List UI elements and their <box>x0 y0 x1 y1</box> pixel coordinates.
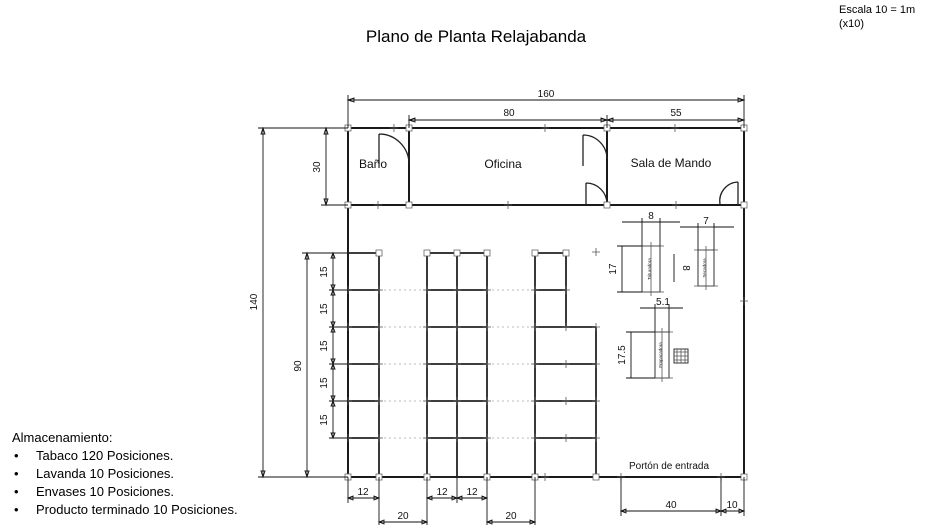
page-title: Plano de Planta Relajabanda <box>365 27 587 46</box>
rack-joint-marks <box>344 124 748 481</box>
machine-3-label: Empacadora <box>658 342 663 368</box>
aisle-guides <box>379 289 535 439</box>
bathroom-door <box>378 133 410 165</box>
dim-total-width: 160 <box>538 89 555 100</box>
dim-bay: 15 <box>319 266 330 278</box>
rack-column-1 <box>348 252 380 477</box>
grid-nodes <box>344 124 748 481</box>
control-door <box>585 182 608 205</box>
dim-bay: 15 <box>319 340 330 352</box>
storage-item: Lavanda 10 Posiciones. <box>12 465 238 483</box>
machine-1-label: Trituradora <box>647 258 652 280</box>
office-door <box>582 134 608 166</box>
machine-2: Secadora <box>694 246 718 290</box>
dim-bay: 15 <box>319 414 330 426</box>
dim-aisle-1: 20 <box>397 511 409 522</box>
dim-machine-3-height: 17.5 <box>617 345 628 365</box>
machine-1: Trituradora <box>638 242 664 296</box>
storage-item: Envases 10 Posiciones. <box>12 483 238 501</box>
dim-bay: 15 <box>319 303 330 315</box>
storage-heading: Almacenamiento: <box>12 430 113 445</box>
dim-gate-width: 40 <box>665 500 677 511</box>
storage-list: Tabaco 120 Posiciones. Lavanda 10 Posici… <box>12 447 238 519</box>
dim-bay: 15 <box>319 377 330 389</box>
machine-2-label: Secadora <box>702 258 707 278</box>
dim-machine-height: 17 <box>608 263 619 275</box>
room-label-bano: Baño <box>359 157 387 171</box>
storage-item: Producto terminado 10 Posiciones. <box>12 501 238 519</box>
dim-aisle-2: 20 <box>505 511 517 522</box>
room-label-oficina: Oficina <box>484 157 522 171</box>
dim-office-width: 80 <box>503 108 515 119</box>
doors <box>378 133 739 205</box>
building-walls <box>347 127 745 478</box>
dim-total-depth: 140 <box>249 293 260 310</box>
scale-line-2: (x10) <box>839 18 865 30</box>
dim-machine-1-width: 8 <box>648 211 654 222</box>
gate-label: Portón de entrada <box>629 461 709 472</box>
scale-line-1: Escala 10 = 1m <box>839 4 916 16</box>
dim-control-width: 55 <box>670 108 682 119</box>
dim-machine-2-height: 8 <box>680 265 691 271</box>
storage-legend: Almacenamiento: Tabaco 120 Posiciones. L… <box>12 429 238 519</box>
rack-column-3 <box>534 252 597 477</box>
control-room-door-2 <box>719 181 739 205</box>
dim-rack-b2-width: 12 <box>466 487 478 498</box>
dimensions: 160 80 55 30 140 90 15 15 15 <box>249 89 746 525</box>
hatch-symbol <box>673 348 689 364</box>
machine-3: Empacadora <box>651 328 673 382</box>
dim-machine-2-width: 7 <box>703 216 709 227</box>
scale-note: Escala 10 = 1m (x10) <box>839 3 915 31</box>
dim-rack-a-width: 12 <box>357 487 369 498</box>
dim-room-depth: 30 <box>312 161 323 173</box>
room-label-sala-de-mando: Sala de Mando <box>631 156 712 170</box>
dim-gate-side: 10 <box>726 500 738 511</box>
dim-rack-b1-width: 12 <box>436 487 448 498</box>
dim-machine-3-width: 5.1 <box>656 297 670 308</box>
storage-item: Tabaco 120 Posiciones. <box>12 447 238 465</box>
dim-racks-depth: 90 <box>293 360 304 372</box>
